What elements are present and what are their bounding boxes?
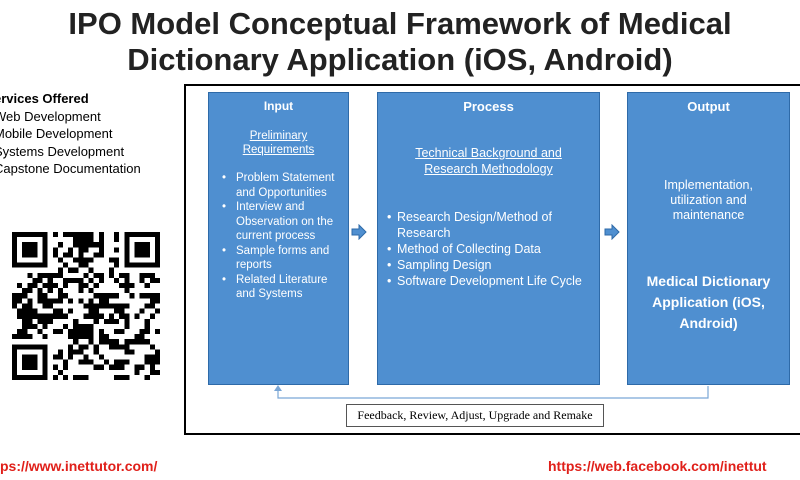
list-item: Interview and Observation on the current… (222, 200, 344, 244)
facebook-link[interactable]: https://web.facebook.com/inettut (548, 458, 767, 474)
list-item: Software Development Life Cycle (387, 273, 592, 289)
input-box: Input Preliminary Requirements Problem S… (208, 92, 349, 385)
title-line-2: Dictionary Application (iOS, Android) (127, 42, 673, 77)
process-box: Process Technical Background and Researc… (377, 92, 600, 385)
services-heading: ervices Offered (0, 91, 89, 106)
services-list: ervices Offered Web Development Mobile D… (0, 90, 180, 178)
process-items: Research Design/Method of Research Metho… (387, 209, 592, 289)
service-item: Capstone Documentation (0, 161, 141, 176)
list-item: Problem Statement and Opportunities (222, 171, 344, 200)
service-item: Systems Development (0, 143, 125, 159)
input-subheading: Preliminary Requirements (242, 130, 315, 156)
process-heading: Process (463, 99, 514, 114)
qr-code-icon (12, 232, 160, 380)
page-title: IPO Model Conceptual Framework of Medica… (0, 6, 800, 78)
website-link[interactable]: ps://www.inettutor.com/ (0, 458, 158, 474)
process-subheading: Technical Background and Research Method… (415, 146, 562, 176)
service-item: Web Development (0, 108, 101, 124)
service-item: Mobile Development (0, 126, 113, 141)
list-item: Sample forms and reports (222, 244, 344, 273)
input-heading: Input (263, 99, 294, 113)
output-result: Medical Dictionary Application (iOS, And… (646, 273, 771, 331)
list-item: Research Design/Method of Research (387, 209, 592, 241)
arrow-right-icon (604, 224, 620, 240)
output-description: Implementation, utilization and maintena… (664, 178, 753, 222)
list-item: Sampling Design (387, 257, 592, 273)
output-heading: Output (687, 99, 730, 114)
list-item: Method of Collecting Data (387, 241, 592, 257)
arrow-right-icon (351, 224, 367, 240)
input-items: Problem Statement and Opportunities Inte… (222, 171, 344, 302)
list-item: Related Literature and Systems (222, 273, 344, 302)
ipo-diagram-frame (184, 84, 800, 435)
title-line-1: IPO Model Conceptual Framework of Medica… (68, 6, 732, 41)
output-box: Output Implementation, utilization and m… (627, 92, 790, 385)
feedback-label: Feedback, Review, Adjust, Upgrade and Re… (346, 404, 604, 427)
